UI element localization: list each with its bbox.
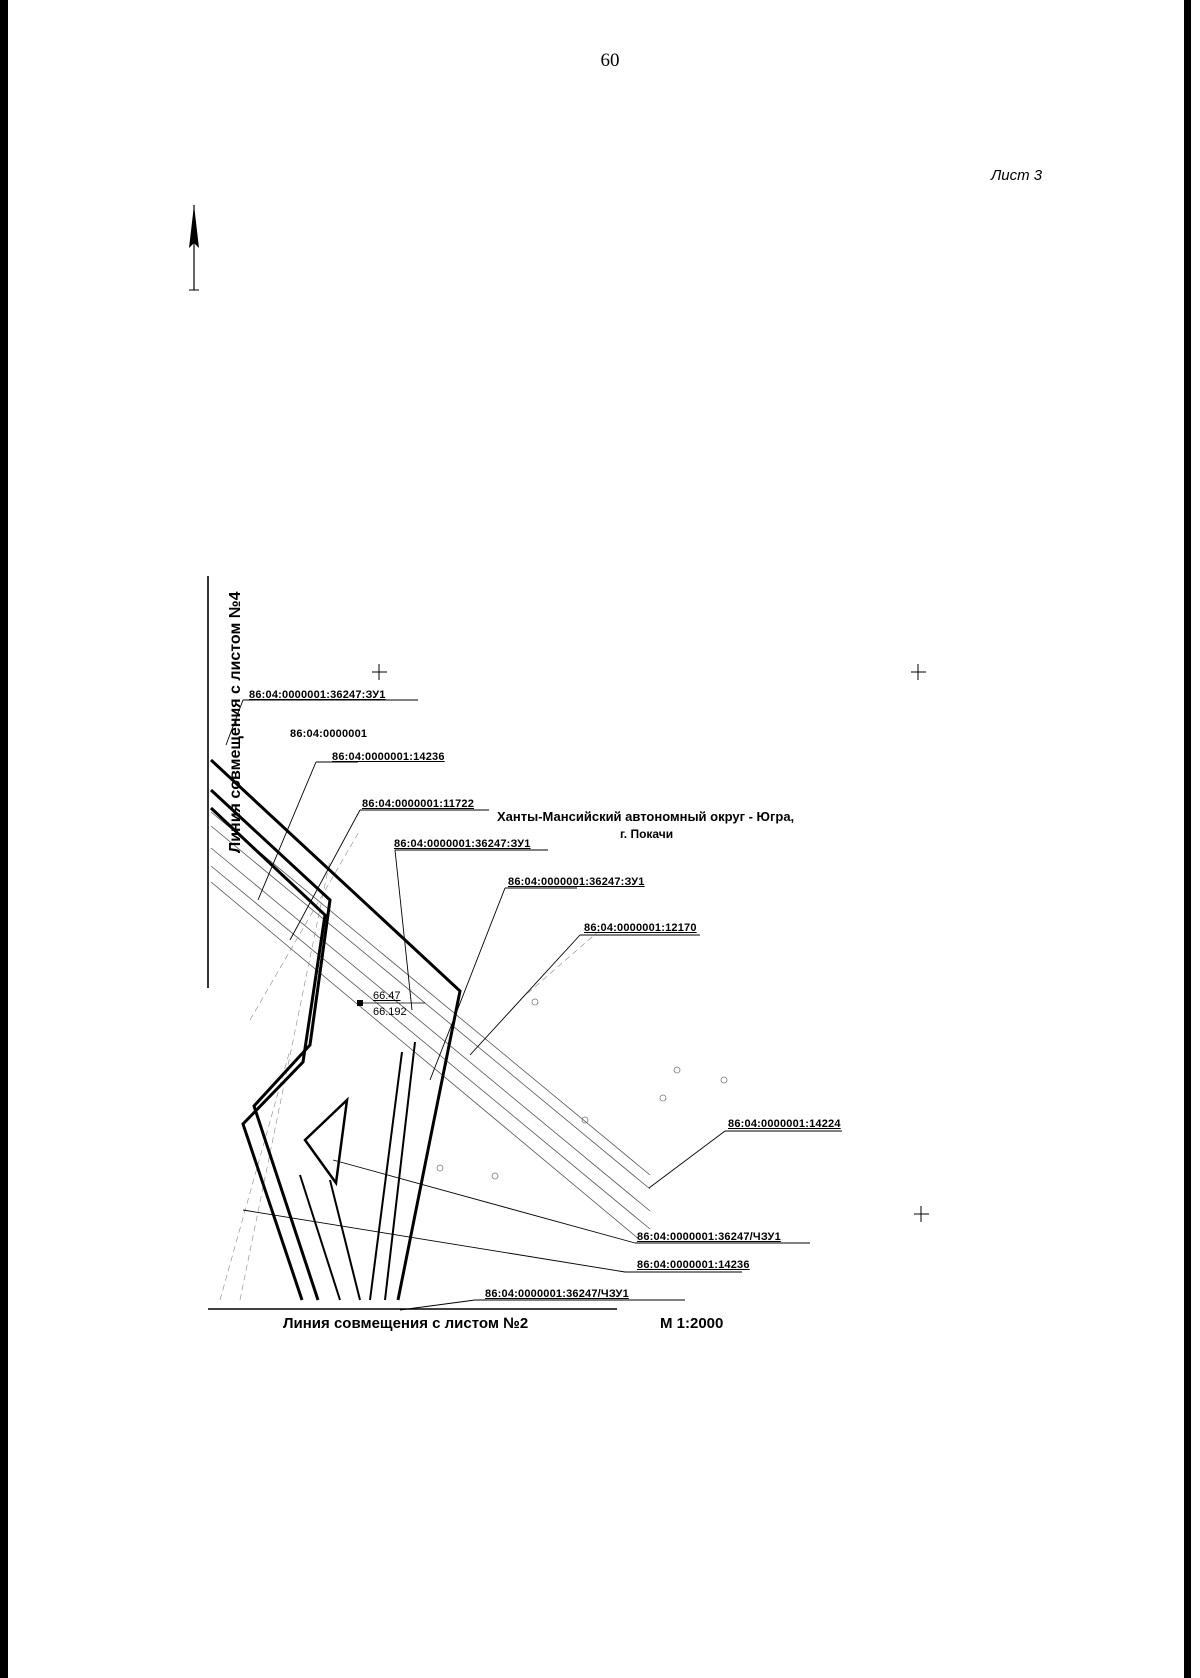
parcel-label: 86:04:0000001:14224: [728, 1118, 841, 1130]
pipeline-lines: [210, 811, 651, 1241]
parcel-label: 86:04:0000001:36247/ЧЗУ1: [485, 1288, 629, 1300]
parcel-label: 86:04:0000001:14236: [637, 1259, 750, 1271]
parcel-label: 86:04:0000001:14236: [332, 751, 445, 763]
elevation-marker: [357, 1000, 425, 1006]
city-title: г. Покачи: [620, 827, 674, 841]
parcel-label: 86:04:0000001:36247:ЗУ1: [394, 838, 531, 850]
elevation-value: 66.47: [373, 990, 401, 1002]
corridor-lines: [299, 1041, 416, 1301]
page-number: 60: [600, 50, 620, 71]
leader-lines: [225, 699, 842, 1311]
match-line-left-label: Линия совмещения с листом №4: [227, 591, 244, 854]
scan-edge-right: [1184, 0, 1191, 1678]
parcel-label: 86:04:0000001:11722: [362, 798, 475, 810]
scan-edge-left: [0, 0, 8, 1678]
map-scale: М 1:2000: [660, 1315, 724, 1332]
parcel-label: 86:04:0000001:36247:ЗУ1: [508, 876, 645, 888]
triangle-parcel: [303, 1096, 349, 1187]
survey-marks: [436, 998, 728, 1180]
parcel-label: 86:04:0000001:36247:ЗУ1: [249, 689, 386, 701]
parcel-boundary: [209, 758, 462, 1301]
parcel-label: 86:04:0000001:36247/ЧЗУ1: [637, 1231, 781, 1243]
match-line-bottom-label: Линия совмещения с листом №2: [283, 1315, 529, 1332]
parcel-label: 86:04:0000001: [290, 728, 368, 740]
grid-crosses: [372, 664, 929, 1222]
parcel-label: 86:04:0000001:12170: [584, 922, 697, 934]
elevation-sub: 66.192: [373, 1006, 407, 1018]
region-title: Ханты-Мансийский автономный округ - Югра…: [497, 809, 795, 824]
sheet-label: Лист 3: [991, 167, 1043, 184]
north-arrow-icon: [189, 205, 199, 291]
